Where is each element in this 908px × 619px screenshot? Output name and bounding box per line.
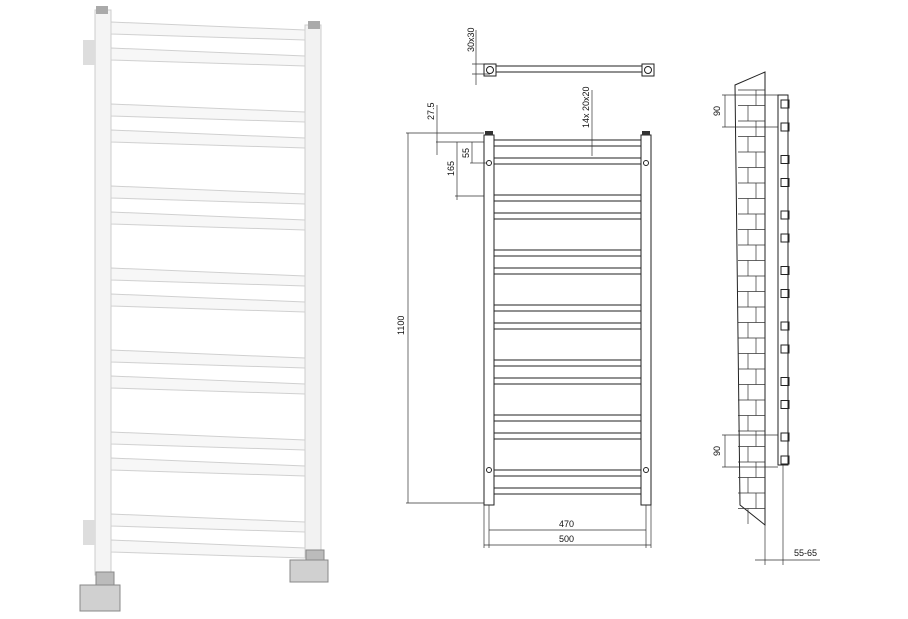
front-rail [493,249,642,257]
photo-rail [110,513,306,533]
side-rail [780,155,790,164]
photo-rail [110,431,306,451]
side-rail [780,233,790,243]
front-rail [493,139,642,147]
top-bracket-dimension: 90 [712,106,722,116]
profile-dimension: 30x30 [466,27,476,52]
wall [734,71,766,527]
side-rail [780,266,790,275]
front-rail [493,267,642,275]
outer-width-dimension: 500 [559,534,574,544]
front-rail [493,359,642,367]
front-rail [493,194,642,202]
top-view: 30x30 [466,27,655,85]
front-rail [493,377,642,385]
front-view: 1100 27.5 165 55 14x 20x20 470 500 [396,86,652,548]
wall-bracket [83,40,95,65]
first-gap-dimension: 55 [461,148,471,158]
bleed-valve [96,6,108,14]
side-rail [780,344,790,354]
front-rail [493,432,642,440]
rail-pitch-dimension: 165 [446,161,456,176]
side-rail [780,321,790,331]
front-rail [493,414,642,422]
side-rail [780,289,790,298]
photo-rail [110,211,306,231]
front-rail [493,487,642,495]
side-view: 90 90 55-65 [712,71,820,565]
side-rail [780,432,790,442]
front-rail [493,469,642,477]
inner-width-dimension: 470 [559,519,574,529]
front-rail [493,157,642,165]
front-rail [493,322,642,330]
side-rail [780,455,790,465]
side-rail [780,210,790,220]
bottom-bracket-dimension: 90 [712,446,722,456]
photo-rail [110,21,306,41]
photo-rail [110,103,306,123]
side-rail [780,178,790,187]
front-rail [493,304,642,312]
top-offset-dimension: 27.5 [426,102,436,120]
photo-rail [110,349,306,369]
side-rail [780,122,790,132]
photo-rail [110,129,306,149]
bleed-valve [308,21,320,29]
side-rail [780,99,790,109]
photo-rail [110,47,306,67]
valve-left [79,571,121,612]
left-upright [94,9,112,576]
side-rail [780,400,790,409]
side-rail [780,377,790,386]
wall-bracket [83,520,95,545]
valve-right [289,549,329,583]
photo-rail [110,539,306,559]
radiator-photo [79,6,329,612]
wall-distance-dimension: 55-65 [794,548,817,558]
photo-rail [110,185,306,205]
photo-rail [110,267,306,287]
photo-rail [110,293,306,313]
height-dimension: 1100 [396,316,406,335]
photo-rail [110,375,306,395]
photo-rail [110,457,306,477]
rails-dimension: 14x 20x20 [581,86,591,128]
front-rail [493,212,642,220]
side-upright [777,94,789,466]
right-upright [304,24,322,556]
